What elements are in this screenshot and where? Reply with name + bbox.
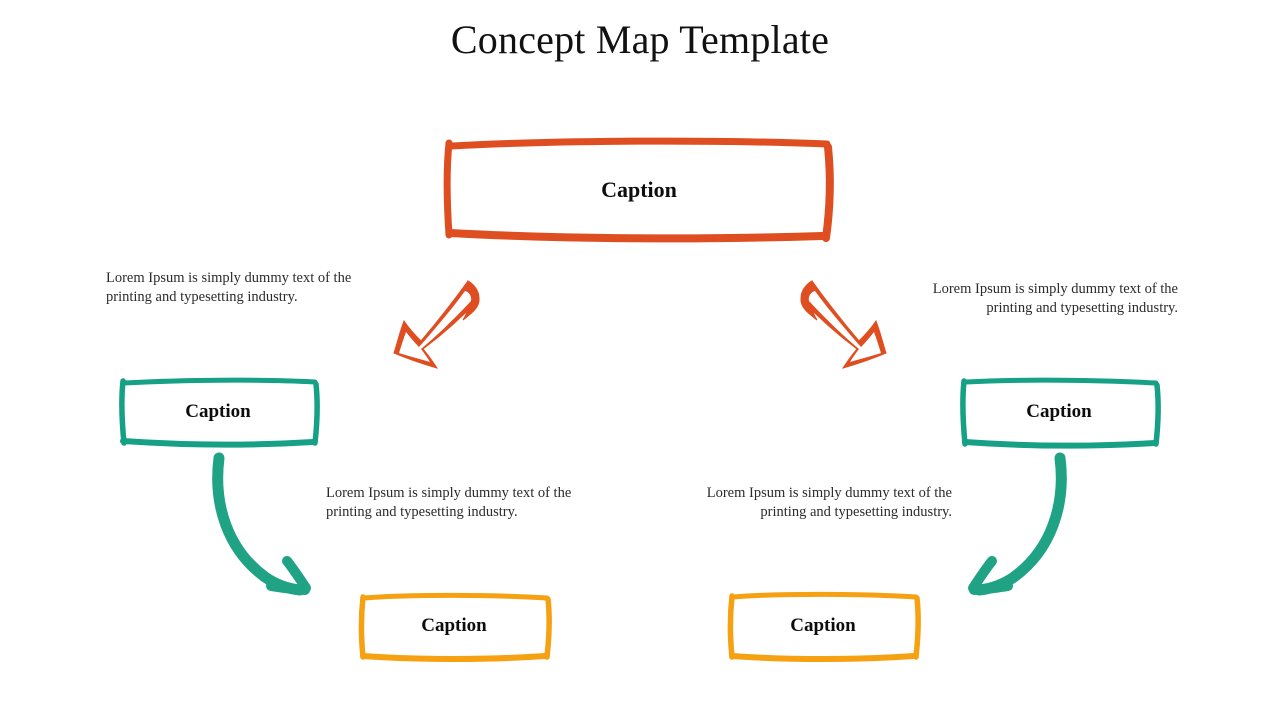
node-box-left[interactable] xyxy=(119,377,320,448)
node-label-top[interactable]: Caption xyxy=(446,140,832,240)
node-bottom-right-caption: Caption xyxy=(790,615,856,636)
note-bottom-right: Lorem Ipsum is simply dummy text of the … xyxy=(706,485,952,521)
node-right-caption: Caption xyxy=(1026,401,1092,422)
arrow-top-to-left-inner xyxy=(399,291,472,362)
node-label-right[interactable]: Caption xyxy=(961,379,1157,445)
node-box-bottom-left[interactable] xyxy=(358,592,552,662)
note-top-left: Lorem Ipsum is simply dummy text of the … xyxy=(106,270,352,306)
node-box-top[interactable] xyxy=(443,137,834,243)
arrow-left-to-bottom-left-icon xyxy=(212,452,311,596)
page-title: Concept Map Template xyxy=(450,17,830,62)
node-label-bottom-right[interactable]: Caption xyxy=(729,594,917,658)
note-top-right: Lorem Ipsum is simply dummy text of the … xyxy=(932,281,1178,317)
node-label-left[interactable]: Caption xyxy=(120,379,316,445)
note-bottom-left: Lorem Ipsum is simply dummy text of the … xyxy=(326,485,572,521)
node-label-bottom-left[interactable]: Caption xyxy=(360,594,548,658)
arrow-right-to-bottom-right-icon xyxy=(968,452,1067,596)
node-box-bottom-right[interactable] xyxy=(727,591,921,662)
arrow-top-to-right-inner xyxy=(808,291,881,362)
node-left-caption: Caption xyxy=(185,401,251,422)
node-bottom-left-caption: Caption xyxy=(421,615,487,636)
node-top-caption: Caption xyxy=(601,177,677,202)
node-box-right[interactable] xyxy=(960,377,1161,449)
